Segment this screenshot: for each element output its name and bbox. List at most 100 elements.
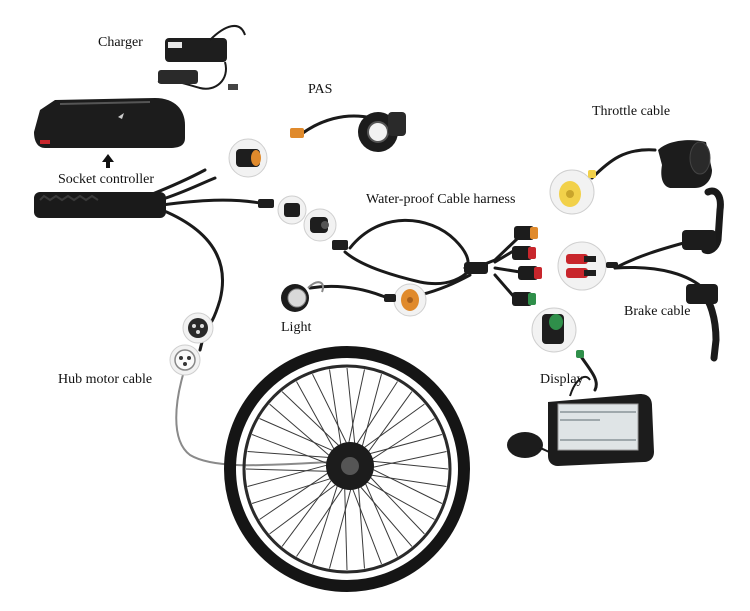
controller-harness-plug (258, 199, 274, 208)
wheel-spoke (312, 373, 351, 451)
controller-socket-cable (148, 168, 207, 197)
wheel-spoke (365, 418, 435, 464)
wheel-spoke (251, 475, 338, 504)
light-lens (287, 288, 307, 308)
battery-logo (118, 113, 124, 119)
wheel-spoke (363, 473, 447, 487)
harness-loop (348, 218, 470, 270)
wheel-spoke (259, 468, 335, 520)
wheel-rim (242, 364, 452, 574)
harness-branches (468, 236, 522, 300)
display-lead (569, 375, 591, 397)
wheel-spoke (296, 481, 348, 557)
throttle-cable (590, 148, 657, 180)
wheel-spoke (362, 434, 443, 457)
wheel-spoke (352, 381, 398, 451)
charger (157, 25, 246, 90)
display (507, 375, 654, 466)
light-plug (384, 294, 396, 302)
pas-center (367, 121, 389, 143)
charger-prongs (228, 84, 238, 90)
wheel-spoke (361, 476, 398, 557)
wheel-spoke (247, 451, 337, 459)
throttle-grip (689, 141, 711, 175)
light-cable (308, 284, 387, 299)
display-plug (576, 350, 584, 358)
label-pas: PAS (308, 82, 333, 97)
pas-housing (388, 112, 406, 136)
wheel-spoke (357, 403, 425, 453)
wheel-spoke (365, 465, 443, 504)
charger-sticker (168, 42, 182, 48)
wheel-spoke (346, 367, 356, 452)
display-cable (578, 353, 598, 392)
callout-display-connector (531, 307, 577, 353)
wheel-spoke (251, 434, 335, 467)
display-screen-lines (560, 411, 636, 441)
label-charger: Charger (98, 35, 143, 50)
light (281, 281, 324, 312)
pas-cable (298, 114, 374, 137)
wheel-spoke (364, 471, 425, 535)
wheel-spoke (355, 480, 413, 547)
wheel-spoke (296, 381, 339, 456)
display-button-pad (507, 432, 543, 458)
brake-plug (606, 262, 618, 268)
label-light: Light (281, 320, 312, 335)
wheel-spoke (281, 473, 337, 547)
label-brake-cable: Brake cable (624, 304, 691, 319)
wheel-spoke (245, 468, 336, 472)
wheel-tire (224, 346, 470, 592)
brake-lever-upper (682, 187, 724, 254)
harness-lower (343, 250, 472, 286)
harness-connector-green (512, 292, 536, 306)
controller-ridges (39, 194, 99, 202)
wheel-spoke (269, 479, 343, 535)
pas-sensor (290, 112, 406, 152)
callout-throttle-connector (549, 169, 595, 215)
wheel-spoke (365, 451, 447, 470)
callout-black-connector (277, 195, 307, 225)
callout-hub-connector-top (182, 312, 214, 344)
wheel-spoke (344, 480, 348, 571)
hub-cable-grey (175, 367, 331, 467)
wheel-spokes (245, 367, 449, 571)
hub-axle (341, 457, 359, 475)
wheel-spoke (281, 391, 345, 452)
wheel-spoke (363, 391, 413, 459)
battery-body (34, 98, 185, 148)
wheel-spoke (346, 369, 365, 451)
callout-hub-connector-bottom (169, 344, 201, 376)
charger-plug (158, 70, 198, 84)
wheel-spoke (357, 479, 365, 569)
wheel-spoke (329, 481, 354, 569)
harness-hub (464, 262, 488, 274)
charger-brick (165, 38, 227, 62)
display-screen (557, 403, 639, 451)
callout-orange-connector (228, 138, 268, 178)
hub-motor-wheel (224, 346, 470, 592)
wheel-spoke (364, 460, 449, 470)
label-throttle-cable: Throttle cable (592, 104, 671, 119)
throttle-plug (588, 170, 596, 178)
battery (34, 98, 185, 148)
brake-lever-lower (686, 284, 720, 362)
light-bracket (307, 281, 324, 293)
wheel-spoke (359, 373, 382, 454)
controller-motor-cable (160, 208, 225, 332)
label-hub-motor-cable: Hub motor cable (58, 372, 153, 387)
socket-controller (34, 192, 166, 218)
wheel-spoke (247, 462, 335, 487)
controller-body (34, 192, 166, 218)
callout-brake-connector (557, 241, 607, 291)
wheel-spoke (349, 481, 382, 565)
callout-light-connector (393, 283, 427, 317)
wheel-spoke (259, 418, 340, 455)
controller-harness-cable (160, 198, 262, 207)
pas-connector (290, 128, 304, 138)
callout-harness-plug (303, 208, 337, 242)
wheel-spoke (329, 369, 343, 453)
light-to-harness (418, 273, 472, 297)
battery-highlight (59, 101, 151, 105)
wheel-spoke (360, 477, 435, 520)
